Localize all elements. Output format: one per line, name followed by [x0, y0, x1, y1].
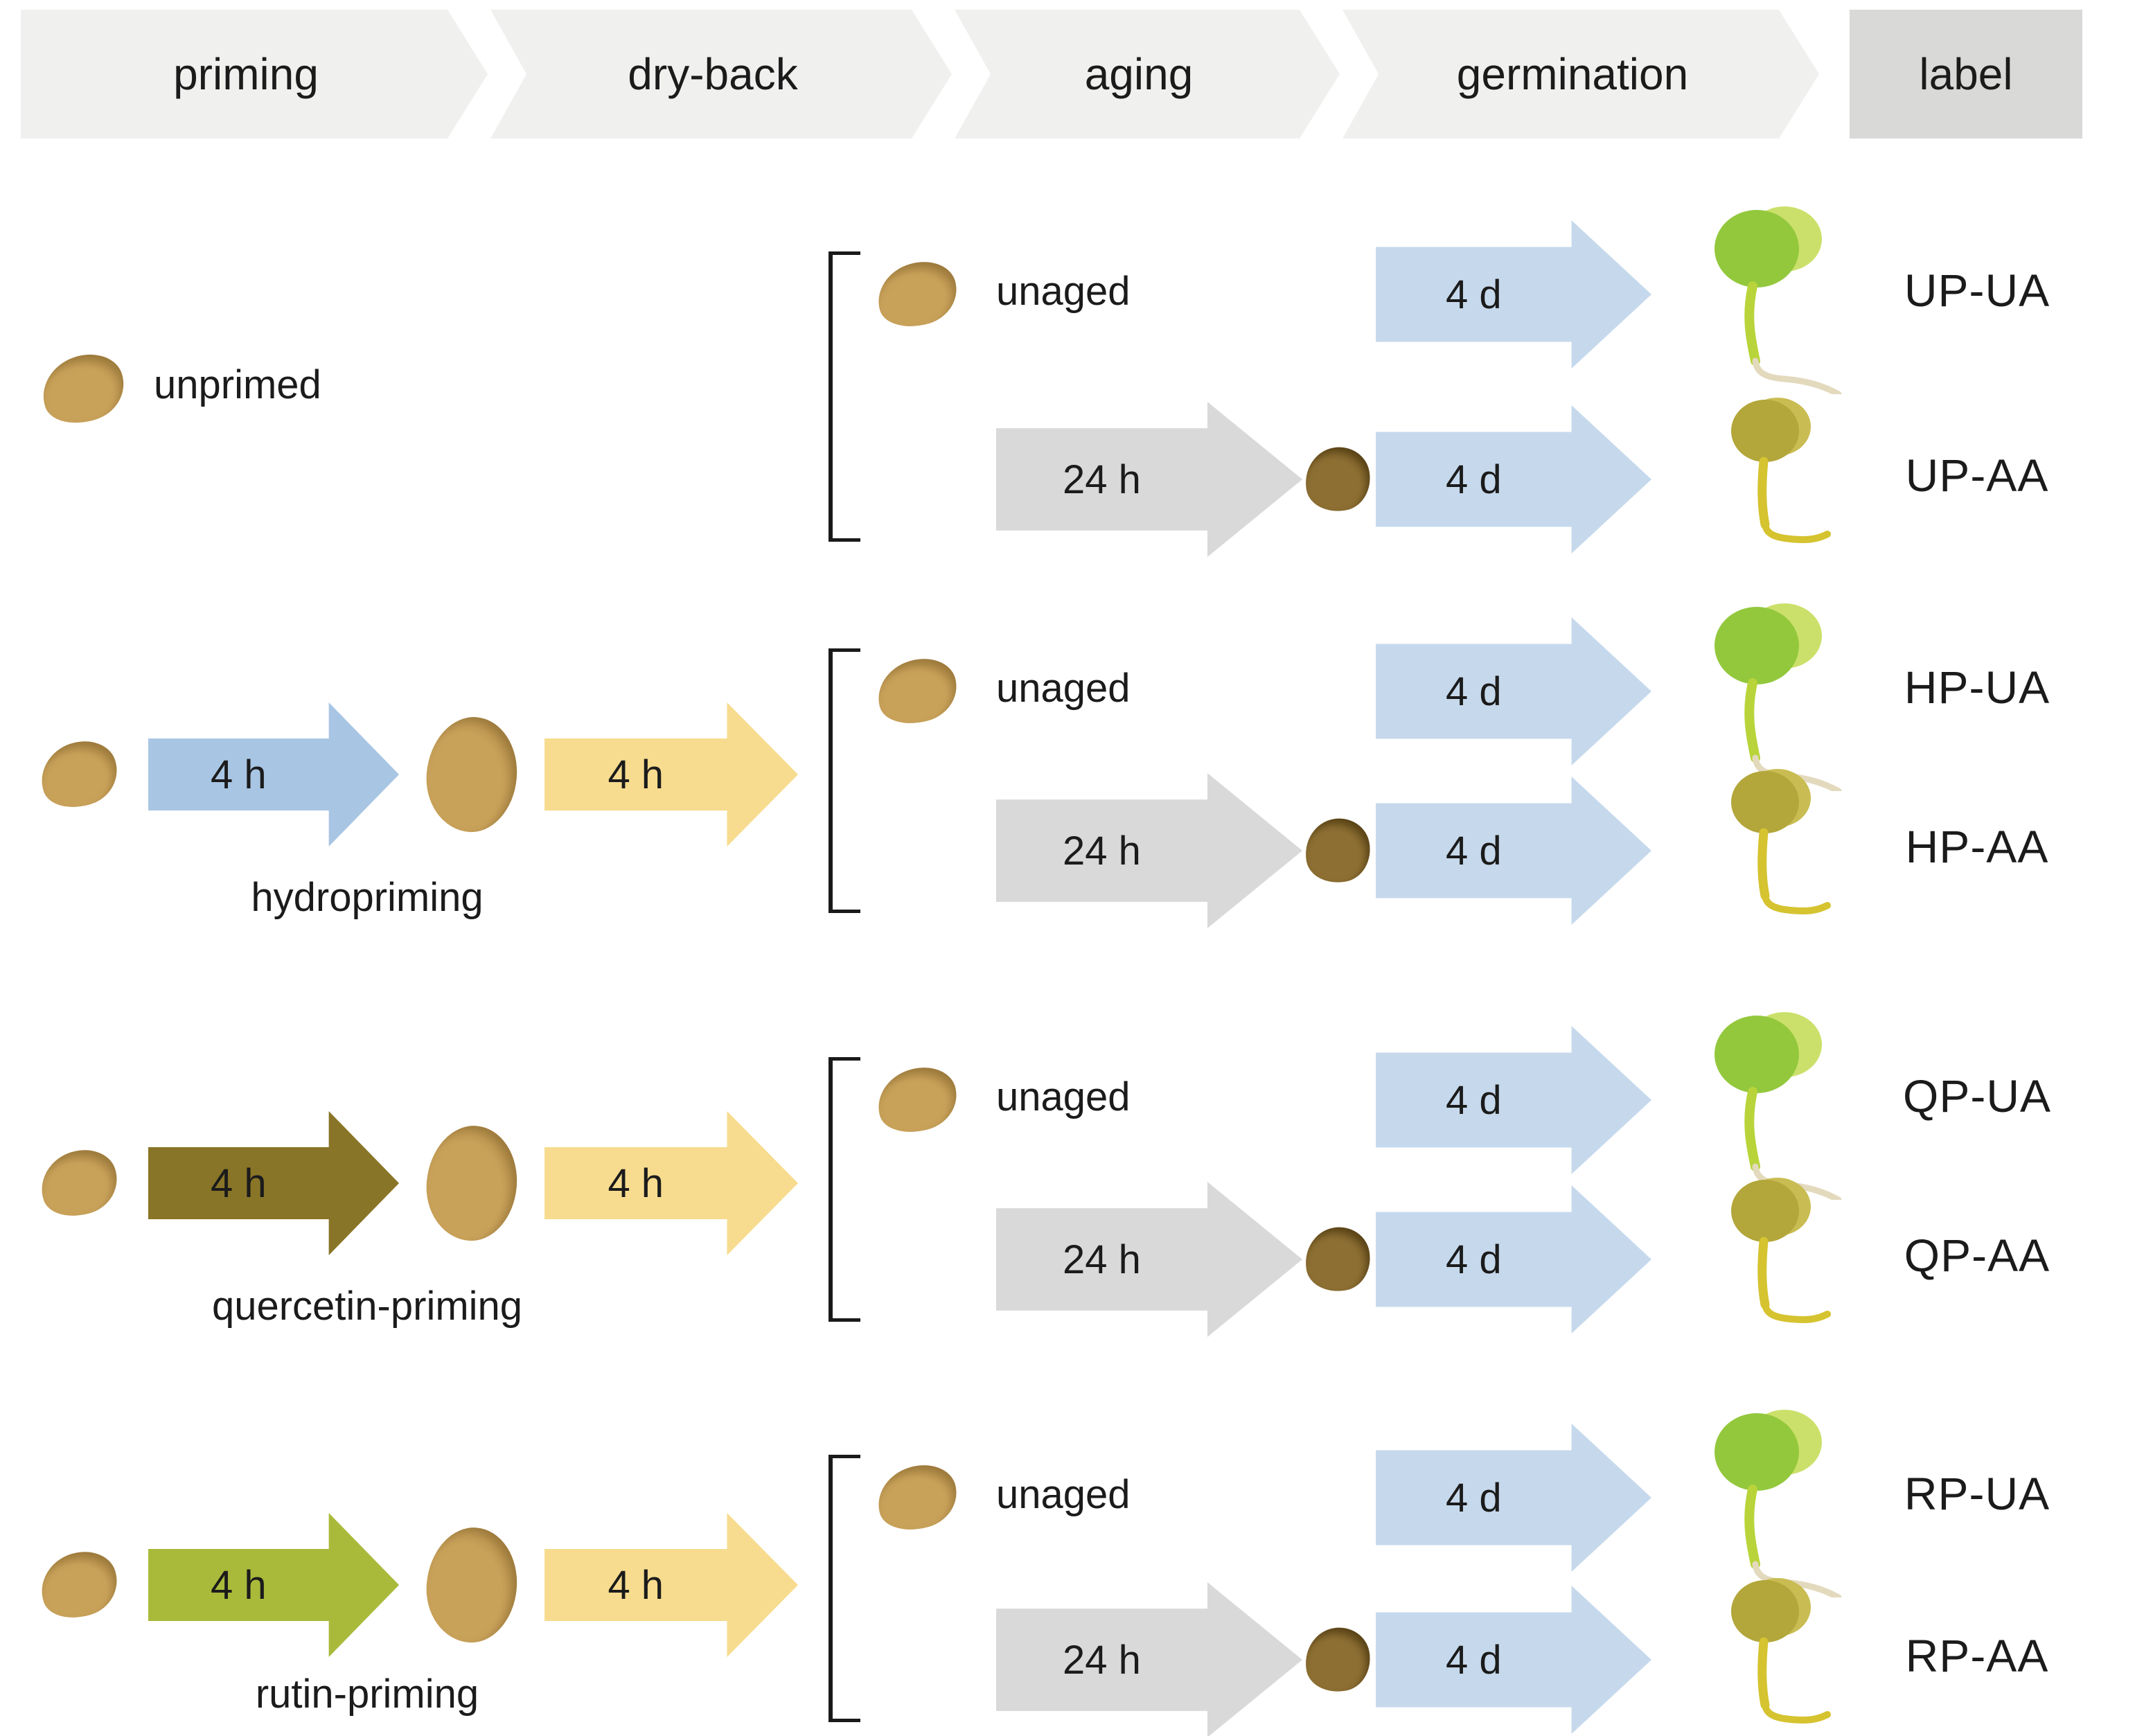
healthy-seedling-icon — [1675, 1009, 1850, 1203]
germination-arrow: 4 d — [1376, 1026, 1651, 1174]
aging-arrow: 24 h — [996, 1582, 1302, 1736]
aging-split-bracket — [829, 648, 860, 913]
priming-duration: 4 h — [210, 1562, 267, 1608]
aging-arrow: 24 h — [996, 402, 1302, 557]
condition-label: QP-AA — [1904, 1230, 2050, 1281]
germination-arrow: 4 d — [1376, 617, 1651, 765]
unaged-branch-label: unaged — [996, 1074, 1131, 1119]
priming-arrow: 4 h — [148, 702, 399, 847]
aged-seed-icon — [1300, 1222, 1376, 1297]
dry-back-arrow: 4 h — [544, 1111, 798, 1255]
dry-back-duration: 4 h — [608, 752, 664, 797]
condition-label: RP-UA — [1904, 1468, 2050, 1519]
condition-label: HP-AA — [1905, 821, 2049, 872]
priming-duration: 4 h — [210, 752, 267, 797]
primed-seed-icon — [422, 1523, 522, 1647]
header-step-label: germination — [1456, 49, 1689, 99]
seed-icon — [32, 1542, 126, 1628]
condition-label: UP-AA — [1905, 450, 2049, 501]
germination-arrow: 4 d — [1376, 1586, 1651, 1734]
priming-treatment-name: quercetin-priming — [211, 1284, 523, 1329]
condition-label: HP-UA — [1904, 662, 2050, 713]
germination-duration: 4 d — [1445, 828, 1502, 874]
header-step-germination: germination — [1343, 10, 1819, 139]
germination-arrow: 4 d — [1376, 1424, 1651, 1572]
header-step-label: aging — [1084, 49, 1194, 99]
header-step-label: dry-back — [628, 49, 798, 99]
germination-arrow: 4 d — [1376, 220, 1651, 369]
priming-treatment-name: unprimed — [154, 362, 321, 407]
condition-label: QP-UA — [1902, 1070, 2052, 1122]
aging-arrow: 24 h — [996, 773, 1302, 928]
germination-duration: 4 d — [1445, 668, 1502, 714]
aging-split-bracket — [829, 251, 860, 542]
germination-duration: 4 d — [1445, 1637, 1502, 1683]
unaged-branch-label: unaged — [996, 269, 1131, 314]
condition-label: RP-AA — [1905, 1630, 2049, 1681]
seed-icon — [33, 344, 133, 434]
aged-seedling-icon — [1705, 1577, 1852, 1728]
healthy-seedling-icon — [1675, 203, 1850, 398]
aging-duration: 24 h — [1063, 457, 1141, 502]
header-step-aging: aging — [955, 10, 1340, 139]
header-step-dry-back: dry-back — [490, 10, 952, 139]
priming-treatment-name: hydropriming — [251, 875, 484, 920]
healthy-seedling-icon — [1675, 1406, 1850, 1601]
seed-icon — [869, 1456, 965, 1539]
seed-icon — [869, 650, 965, 733]
aged-seed-icon — [1300, 813, 1376, 888]
unaged-branch-label: unaged — [996, 666, 1131, 711]
germination-duration: 4 d — [1445, 272, 1502, 317]
priming-duration: 4 h — [210, 1160, 267, 1206]
header-label-text: label — [1919, 49, 2013, 99]
unaged-branch-label: unaged — [996, 1472, 1131, 1517]
germination-arrow: 4 d — [1376, 777, 1651, 925]
seed-icon — [32, 1140, 126, 1226]
header-step-priming: priming — [21, 10, 488, 139]
seed-icon — [32, 732, 126, 817]
aging-duration: 24 h — [1063, 1237, 1141, 1282]
header-label-column: label — [1850, 10, 2082, 139]
germination-arrow: 4 d — [1376, 405, 1651, 553]
aging-arrow: 24 h — [996, 1182, 1302, 1337]
header-step-label: priming — [173, 49, 319, 99]
seed-icon — [869, 253, 965, 336]
primed-seed-icon — [422, 713, 522, 836]
aged-seed-icon — [1300, 442, 1376, 517]
aged-seedling-icon — [1705, 1176, 1852, 1327]
dry-back-arrow: 4 h — [544, 1513, 798, 1657]
condition-label: UP-UA — [1904, 265, 2050, 316]
seed-icon — [869, 1059, 965, 1142]
primed-seed-icon — [422, 1122, 522, 1245]
priming-arrow: 4 h — [148, 1111, 399, 1255]
aged-seedling-icon — [1705, 768, 1852, 919]
germination-duration: 4 d — [1445, 1237, 1502, 1282]
healthy-seedling-icon — [1675, 600, 1850, 795]
germination-arrow: 4 d — [1376, 1185, 1651, 1334]
aging-split-bracket — [829, 1057, 860, 1322]
germination-duration: 4 d — [1445, 1475, 1502, 1521]
aging-duration: 24 h — [1063, 1637, 1141, 1683]
dry-back-arrow: 4 h — [544, 702, 798, 847]
aged-seed-icon — [1300, 1622, 1376, 1697]
priming-treatment-name: rutin-priming — [255, 1672, 479, 1717]
aging-split-bracket — [829, 1455, 860, 1722]
germination-duration: 4 d — [1445, 457, 1502, 502]
aged-seedling-icon — [1705, 396, 1852, 547]
dry-back-duration: 4 h — [608, 1160, 664, 1206]
aging-duration: 24 h — [1063, 828, 1141, 874]
dry-back-duration: 4 h — [608, 1562, 664, 1608]
germination-duration: 4 d — [1445, 1077, 1502, 1123]
priming-arrow: 4 h — [148, 1513, 399, 1657]
